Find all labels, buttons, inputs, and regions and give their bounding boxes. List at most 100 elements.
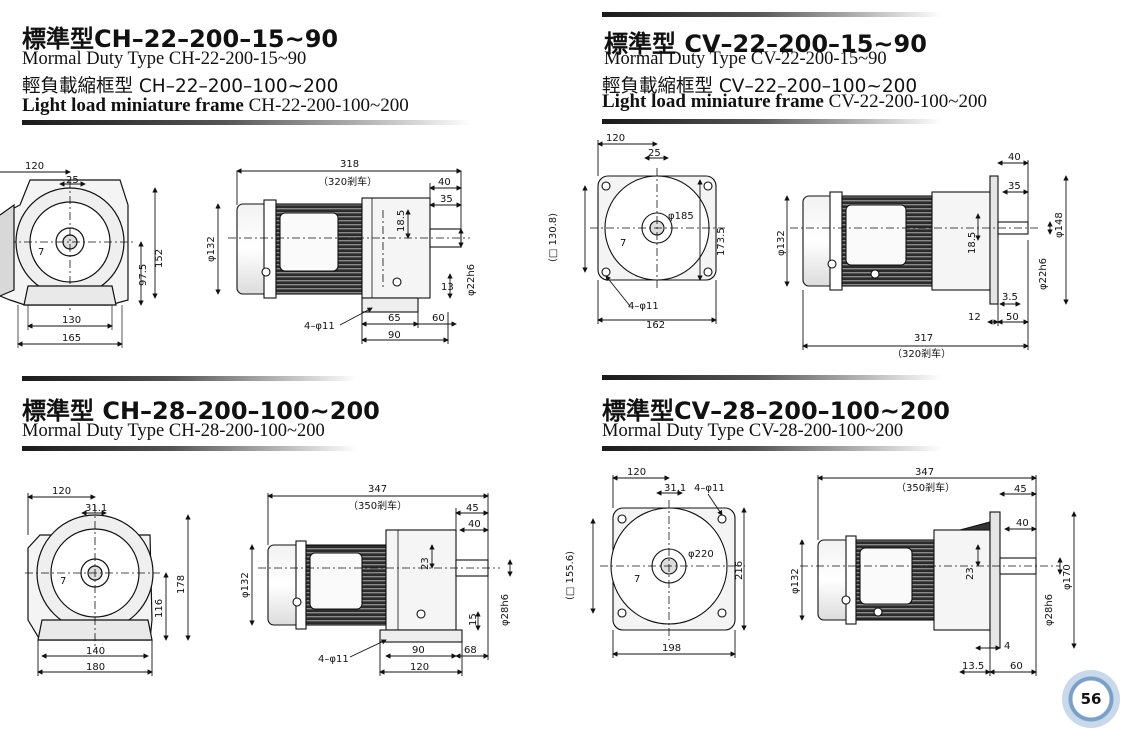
title-underline xyxy=(602,446,942,451)
dim-label: 140 xyxy=(86,646,105,657)
dim-label: 65 xyxy=(388,313,401,324)
ch28-side-dims xyxy=(249,493,513,676)
dim-label: φ148 xyxy=(1054,212,1065,238)
title-overline xyxy=(602,375,942,380)
dim-label: 25 xyxy=(648,148,661,159)
dim-label: 25 xyxy=(66,175,79,186)
light-load-model: CH-22-200-100~200 xyxy=(248,95,409,116)
section-title: 標準型 CV–22–200–15~90 xyxy=(604,30,927,58)
cv28-front-view xyxy=(600,500,745,640)
cv28-side-dims xyxy=(799,475,1077,676)
dim-label: 318 xyxy=(340,159,359,170)
dim-label: 13.5 xyxy=(962,661,984,672)
dim-label: 35 xyxy=(440,194,453,205)
page-number: 56 xyxy=(1080,690,1102,708)
dim-label: （350剎车） xyxy=(896,481,955,494)
cv22-side-labels: 40 35 φ132 18.5 φ148 φ22h6 3.5 12 50 317… xyxy=(776,152,1065,360)
dim-label: 60 xyxy=(432,313,445,324)
dim-label: 23 xyxy=(420,557,431,570)
section-subtitle: Mormal Duty Type CH-28-200-100~200 xyxy=(22,421,325,441)
dim-label: 40 xyxy=(468,519,481,530)
dim-label: φ22h6 xyxy=(466,264,477,296)
title-underline xyxy=(22,120,472,125)
ch28-front-dims xyxy=(27,493,191,676)
cv28-front-dims xyxy=(590,475,747,658)
dim-label: 7 xyxy=(38,247,44,258)
dim-label: (□ 155.6) xyxy=(565,551,576,600)
ch28-front-view xyxy=(25,505,160,650)
ch28-side-view xyxy=(258,529,500,643)
dim-label: 178 xyxy=(176,575,187,594)
dim-label: 60 xyxy=(1010,661,1023,672)
dim-label: 13 xyxy=(441,282,454,293)
dim-label: 40 xyxy=(438,177,451,188)
dim-label: 162 xyxy=(646,320,665,331)
dim-label: φ132 xyxy=(206,236,217,262)
dim-label: 130 xyxy=(62,315,81,326)
dim-label: 31.1 xyxy=(85,503,107,514)
light-load-label: Light load miniature frame xyxy=(22,95,244,116)
dim-label: 120 xyxy=(52,486,71,497)
title-overline xyxy=(602,12,942,17)
dim-label: 31.1 xyxy=(664,483,686,494)
section-title: 標準型 CH–28–200–100~200 xyxy=(22,397,380,425)
cv22-side-dims xyxy=(784,160,1069,350)
dim-label: 18.5 xyxy=(967,232,978,254)
dim-label: 198 xyxy=(662,643,681,654)
ch22-front-view xyxy=(0,169,158,348)
cv28-front-labels: 120 31.1 4–φ11 (□ 155.6) φ220 7 216 198 xyxy=(565,467,745,654)
light-load-label: Light load miniature frame xyxy=(602,91,824,112)
section-subtitle: Mormal Duty Type CV-22-200-15~90 xyxy=(604,49,887,69)
dim-label: 40 xyxy=(1008,152,1021,163)
dim-label: 12 xyxy=(968,312,981,323)
dim-label: 97.5 xyxy=(138,264,149,286)
section-subtitle: Mormal Duty Type CH-22-200-15~90 xyxy=(22,49,307,69)
dim-label: 45 xyxy=(1014,484,1027,495)
cv28-side-labels: 347 （350剎车） 45 40 φ132 23 φ170 φ28h6 4 1… xyxy=(790,467,1073,672)
dim-label: 4 xyxy=(1004,641,1010,652)
dim-label: （320剎车） xyxy=(318,175,377,188)
ch22-side-dims xyxy=(215,168,464,344)
dim-label: （320剎车） xyxy=(892,347,951,360)
dim-label: φ22h6 xyxy=(1038,258,1049,290)
dim-label: 347 xyxy=(915,467,934,478)
light-load-line: Light load miniature frame CH-22-200-100… xyxy=(22,95,409,117)
dim-label: φ28h6 xyxy=(500,594,511,626)
cv22-front-dims xyxy=(582,140,717,324)
cv22-front-view xyxy=(590,168,725,290)
section-subtitle: Mormal Duty Type CV-28-200-100~200 xyxy=(602,421,904,441)
light-load-line: Light load miniature frame CV-22-200-100… xyxy=(602,91,987,113)
ch22-front-labels: 120 25 7 152 97.5 130 165 xyxy=(25,161,165,344)
dim-label: 180 xyxy=(86,662,105,673)
dim-label: 68 xyxy=(464,645,477,656)
ch28-side-labels: 347 （350剎车） 45 40 φ132 23 15 φ28h6 4–φ11… xyxy=(240,484,511,673)
dim-label: 120 xyxy=(25,161,44,172)
cv28-side-view xyxy=(800,511,1060,649)
section-title: 標準型CV–28–200–100~200 xyxy=(602,397,950,425)
dim-label: 4–φ11 xyxy=(318,654,349,665)
dim-label: φ220 xyxy=(688,549,714,560)
ch22-side-view xyxy=(228,197,470,313)
dim-label: 18.5 xyxy=(396,210,407,232)
dim-label: 90 xyxy=(388,330,401,341)
dim-label: 50 xyxy=(1006,312,1019,323)
dim-label: φ132 xyxy=(240,572,251,598)
dim-label: 120 xyxy=(410,662,429,673)
dim-label: 152 xyxy=(154,249,165,268)
dim-label: φ185 xyxy=(668,211,694,222)
dim-label: 35 xyxy=(1008,181,1021,192)
title-underline xyxy=(22,446,357,451)
dim-label: 15 xyxy=(468,613,479,626)
dim-label: 23 xyxy=(965,567,976,580)
ch28-front-labels: 120 31.1 7 116 178 140 180 xyxy=(52,486,187,673)
title-underline xyxy=(602,119,942,124)
dim-label: 173.5 xyxy=(716,227,727,256)
dim-label: φ132 xyxy=(790,568,801,594)
dim-label: 120 xyxy=(627,467,646,478)
dim-label: 317 xyxy=(914,333,933,344)
dim-label: 45 xyxy=(466,503,479,514)
dim-label: 4–φ11 xyxy=(694,483,725,494)
dim-label: 7 xyxy=(60,576,66,587)
dim-label: φ170 xyxy=(1062,564,1073,590)
